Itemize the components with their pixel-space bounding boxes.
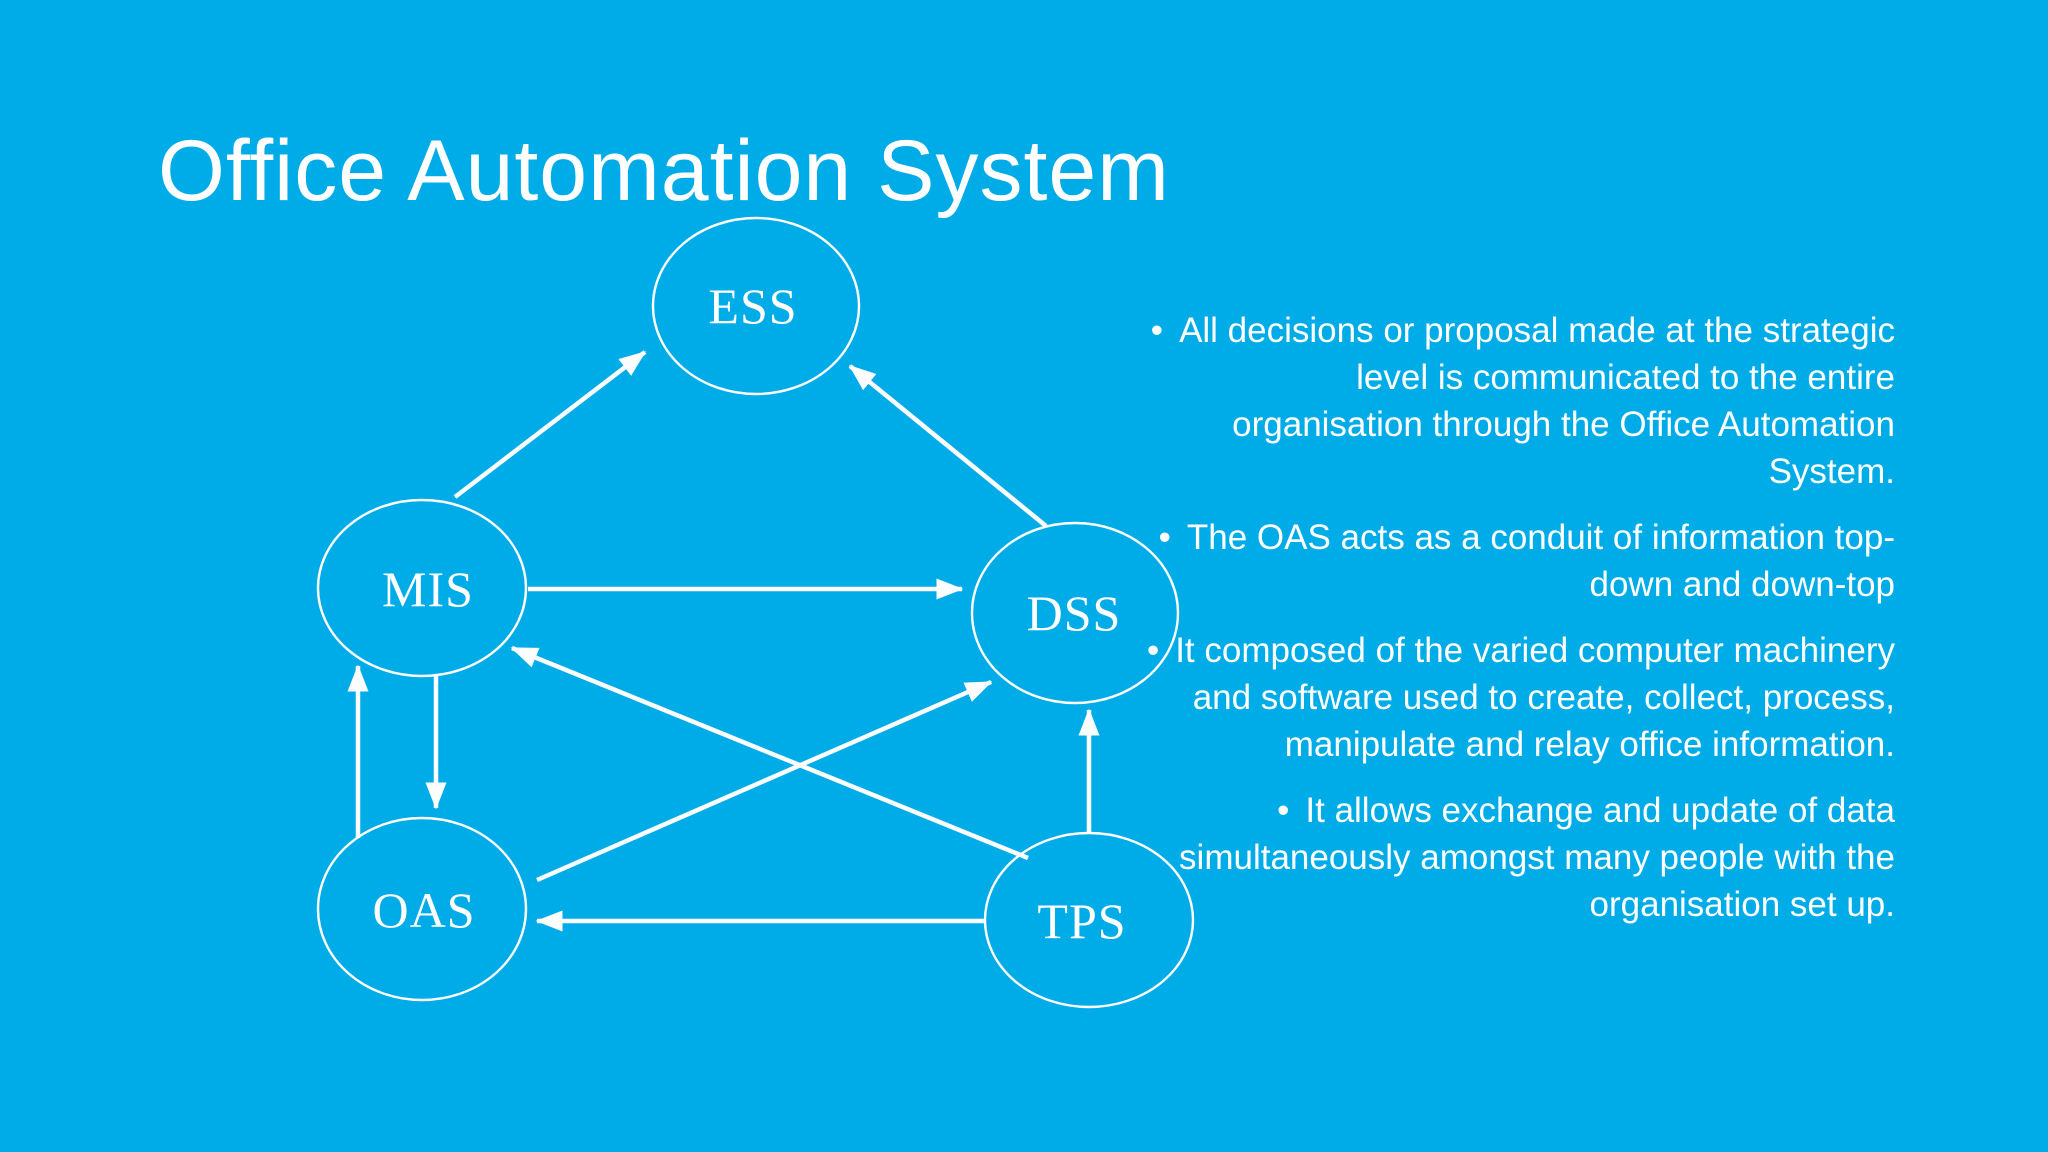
- arrow-tps-to-mis: [510, 645, 1029, 861]
- list-item: • The OAS acts as a conduit of informatio…: [1050, 514, 1895, 608]
- mis-circle: [316, 498, 528, 678]
- dss-circle: [970, 521, 1180, 705]
- tps-label: TPS: [1037, 893, 1126, 949]
- tps-circle: [983, 831, 1195, 1009]
- list-item: •It allows exchange and update of data s…: [1050, 787, 1895, 928]
- dss-label: DSS: [1027, 585, 1122, 641]
- node-ess: ESS: [651, 216, 861, 396]
- bullet-icon: •: [1277, 791, 1290, 830]
- bullet-text: All decisions or proposal made at the st…: [1179, 311, 1895, 491]
- mis-label: MIS: [382, 561, 474, 617]
- arrow-mis-to-ess: [453, 350, 647, 499]
- arrow-dss-to-ess: [848, 364, 1048, 528]
- node-oas: OAS: [316, 816, 528, 1002]
- list-item: • All decisions or proposal made at the s…: [1050, 307, 1895, 495]
- bullet-icon: •: [1158, 518, 1171, 557]
- node-mis: MIS: [316, 498, 528, 678]
- bullet-icon: •: [1146, 631, 1160, 670]
- node-dss: DSS: [970, 521, 1180, 705]
- oas-label: OAS: [372, 882, 475, 938]
- page-title: Office Automation System: [158, 123, 1170, 219]
- ess-circle: [651, 216, 861, 396]
- bullet-text: It composed of the varied computer machi…: [1175, 631, 1895, 764]
- bullet-list: •All decisions or proposal made at the s…: [1050, 307, 1895, 928]
- bullet-icon: •: [1150, 311, 1164, 350]
- arrow-oas-to-dss: [536, 679, 993, 883]
- bullet-text: It allows exchange and update of data si…: [1179, 791, 1895, 924]
- bullet-text: The OAS acts as a conduit of information…: [1186, 518, 1895, 604]
- ess-label: ESS: [708, 278, 797, 334]
- node-tps: TPS: [983, 831, 1195, 1009]
- list-item: • It composed of the varied computer mach…: [1050, 627, 1895, 768]
- oas-circle: [316, 816, 528, 1002]
